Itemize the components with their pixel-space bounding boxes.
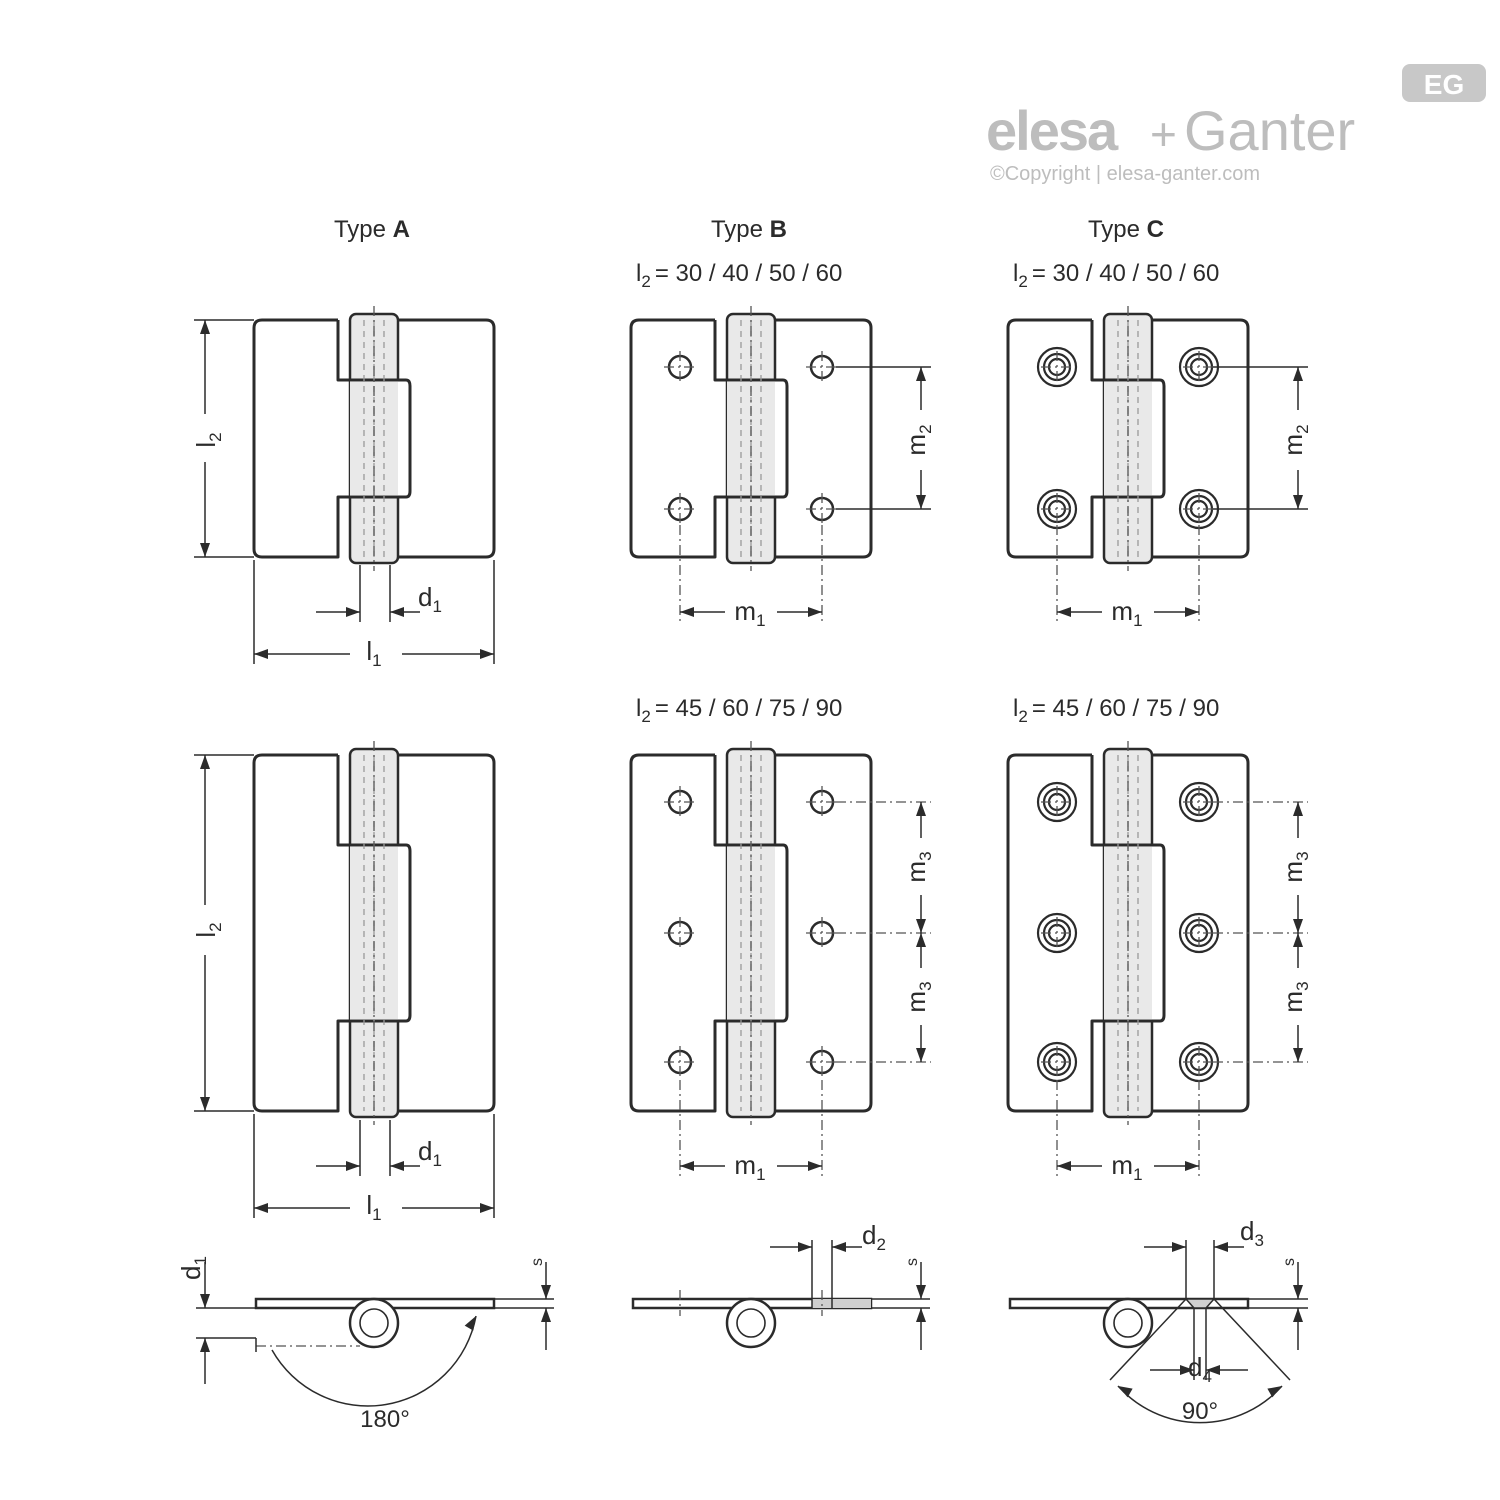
angle-90-label: 90° [1182, 1398, 1218, 1425]
hinge-front-view-c-row2 [1006, 741, 1250, 1125]
dim-m1-c-row2: m1 [1111, 1150, 1142, 1184]
dim-l1-row2: l1 [366, 1190, 381, 1224]
angle-180-label: 180° [360, 1406, 410, 1433]
dimension-arrow [916, 919, 926, 933]
length-series-row1-c: l2= 30 / 40 / 50 / 60 [1013, 260, 1219, 291]
dimension-arrow [1293, 802, 1303, 816]
hinge-front-view-a-row2 [252, 741, 496, 1125]
type-a-row2-dimensions: l2 l1 d1 [191, 754, 495, 1224]
left-leaf [1006, 318, 1104, 559]
dimension-arrow [680, 607, 694, 617]
type-b-title: Type B [711, 216, 787, 243]
dim-m3-c-lower: m3 [1278, 981, 1312, 1012]
dimension-arrow [1185, 607, 1199, 617]
type-b-side-view: d2 s [631, 1220, 930, 1350]
dimension-arrow [916, 1048, 926, 1062]
dim-m3-b-upper: m3 [901, 851, 935, 882]
dim-d4: d4 [1188, 1352, 1212, 1386]
hinge-front-view-c-row1 [1006, 306, 1250, 571]
dim-l2-row1: l2 [191, 432, 225, 447]
right-leaf [775, 318, 873, 559]
dim-d1-row2: d1 [418, 1136, 442, 1170]
dim-d3: d3 [1240, 1216, 1264, 1250]
length-series-row2-b: l2= 45 / 60 / 75 / 90 [636, 695, 842, 726]
left-leaf [252, 318, 350, 559]
right-leaf [1152, 318, 1250, 559]
type-bc-dimensions [679, 366, 1308, 1176]
dimension-arrow [916, 367, 926, 381]
dim-m2-c: m2 [1278, 424, 1312, 455]
logo-badge-text: EG [1424, 69, 1464, 100]
dimension-arrow [1293, 933, 1303, 947]
type-a-side-view: 180° d1 s [176, 1256, 554, 1433]
logo-brand-right: Ganter [1184, 99, 1355, 162]
svg-text:l2= 45 / 60 / 75 / 90: l2= 45 / 60 / 75 / 90 [636, 695, 842, 726]
dimension-arrow [680, 1161, 694, 1171]
dimension-arrow [808, 607, 822, 617]
dim-d2: d2 [862, 1220, 886, 1254]
dimension-arrow [1293, 1048, 1303, 1062]
hinge-front-view-b-row2 [629, 741, 873, 1125]
dim-m1-c-row1: m1 [1111, 596, 1142, 630]
dimension-arrow [916, 933, 926, 947]
dim-m3-c-upper: m3 [1278, 851, 1312, 882]
svg-text:l2= 30 / 40 / 50 / 60: l2= 30 / 40 / 50 / 60 [1013, 260, 1219, 291]
dim-s-c: s [1281, 1258, 1298, 1266]
dimension-arrow [808, 1161, 822, 1171]
left-leaf [1006, 753, 1104, 1113]
dim-m2-b: m2 [901, 424, 935, 455]
brand-logo: EG elesa + Ganter ©Copyright | elesa-gan… [986, 64, 1486, 185]
dim-l1-row1: l1 [366, 636, 381, 670]
dim-m3-b-lower: m3 [901, 981, 935, 1012]
dim-l2-row2: l2 [191, 922, 225, 937]
length-series-row1-b: l2= 30 / 40 / 50 / 60 [636, 260, 842, 291]
dimension-arrow [1293, 919, 1303, 933]
logo-copyright: ©Copyright | elesa-ganter.com [990, 163, 1260, 185]
dimension-arrow [916, 495, 926, 509]
type-c-title: Type C [1088, 216, 1164, 243]
type-c-side-view: d3 d4 90° s [1008, 1216, 1308, 1425]
length-series-row2-c: l2= 45 / 60 / 75 / 90 [1013, 695, 1219, 726]
hinge-front-view-a-row1 [252, 306, 496, 571]
logo-brand-left: elesa [986, 99, 1119, 162]
dimension-arrow [1293, 367, 1303, 381]
dimension-arrow [1057, 607, 1071, 617]
type-a-row1-dimensions: l2 l1 d1 [191, 319, 495, 670]
left-leaf [629, 753, 727, 1113]
logo-plus: + [1150, 108, 1177, 160]
right-leaf [398, 318, 496, 559]
dimension-arrow [1293, 495, 1303, 509]
hinge-front-view-b-row1 [629, 306, 873, 571]
type-a-title: Type A [334, 216, 410, 243]
dimension-arrow [1185, 1161, 1199, 1171]
svg-text:l2= 45 / 60 / 75 / 90: l2= 45 / 60 / 75 / 90 [1013, 695, 1219, 726]
left-leaf [629, 318, 727, 559]
dim-m1-b-row2: m1 [734, 1150, 765, 1184]
svg-text:l2= 30 / 40 / 50 / 60: l2= 30 / 40 / 50 / 60 [636, 260, 842, 291]
logo-badge-icon [1402, 64, 1486, 102]
dimension-arrow [1057, 1161, 1071, 1171]
dim-s-b: s [904, 1258, 921, 1266]
dim-s-a: s [529, 1258, 546, 1266]
dimension-arrow [916, 802, 926, 816]
left-leaf [252, 753, 350, 1113]
dim-d1-side: d1 [176, 1256, 210, 1280]
right-leaf [398, 753, 496, 1113]
dim-m1-b-row1: m1 [734, 596, 765, 630]
dim-d1-row1: d1 [418, 582, 442, 616]
